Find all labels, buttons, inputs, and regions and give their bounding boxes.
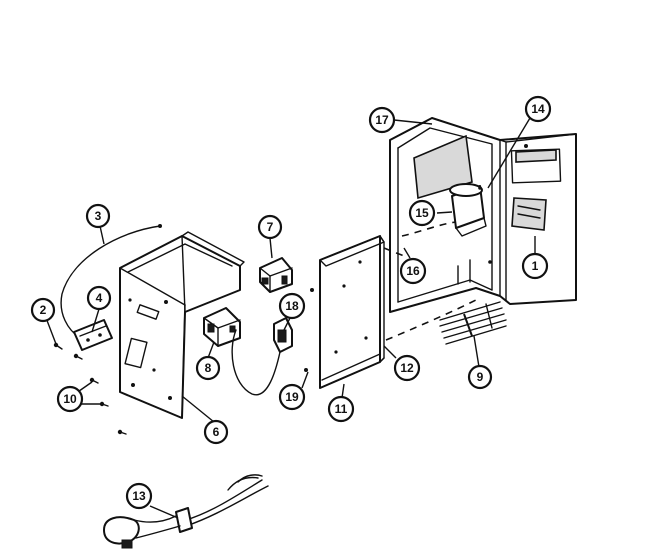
terminal-bracket-part-4 (73, 319, 113, 351)
switch-part-8 (203, 307, 281, 396)
callout-label: 1 (532, 259, 539, 273)
cable-part-3 (60, 224, 162, 339)
callout-label: 17 (375, 113, 389, 127)
power-cord-part-13 (103, 474, 269, 549)
callout-label: 14 (531, 102, 545, 116)
callout-label: 18 (285, 299, 299, 313)
screws-part-2-10 (53, 342, 127, 435)
callout-label: 10 (63, 392, 77, 406)
callout-8: 8 (195, 355, 221, 381)
callout-label: 16 (406, 264, 420, 278)
callout-14: 14 (524, 95, 552, 123)
callout-label: 12 (400, 361, 414, 375)
callout-10: 10 (56, 385, 84, 413)
callout-1: 1 (521, 252, 549, 280)
callout-12: 12 (393, 354, 421, 382)
callout-4: 4 (86, 285, 112, 311)
callout-label: 4 (96, 291, 103, 305)
callout-label: 6 (213, 425, 220, 439)
callout-label: 11 (335, 402, 348, 416)
center-panel-part-11-12 (304, 235, 385, 389)
callout-13: 13 (125, 482, 153, 510)
callout-label: 9 (477, 370, 484, 384)
callout-7: 7 (257, 214, 283, 240)
callout-3: 3 (85, 203, 111, 229)
side-panel-box-part-6 (119, 231, 245, 419)
wire-harness-part-9 (439, 301, 507, 345)
callout-label: 3 (95, 209, 102, 223)
callout-18: 18 (278, 292, 306, 320)
callout-2: 2 (30, 297, 56, 323)
callout-17: 17 (368, 106, 396, 134)
callout-9: 9 (467, 364, 493, 390)
leader-lines (42, 117, 536, 519)
callout-label: 8 (205, 361, 212, 375)
fan-motor-part-15 (449, 183, 487, 237)
callout-label: 13 (132, 489, 146, 503)
callout-6: 6 (203, 419, 229, 445)
callout-label: 15 (415, 206, 429, 220)
callout-label: 7 (267, 220, 274, 234)
callout-label: 19 (285, 390, 299, 404)
callout-11: 11 (327, 395, 355, 423)
assembly-guide-dashes (383, 221, 477, 341)
callout-19: 19 (278, 383, 306, 411)
callout-16: 16 (399, 257, 427, 285)
relay-switch-part-7 (259, 257, 293, 293)
callout-15: 15 (408, 199, 436, 227)
clip-terminal-part-18 (273, 317, 293, 353)
callout-label: 2 (40, 303, 47, 317)
